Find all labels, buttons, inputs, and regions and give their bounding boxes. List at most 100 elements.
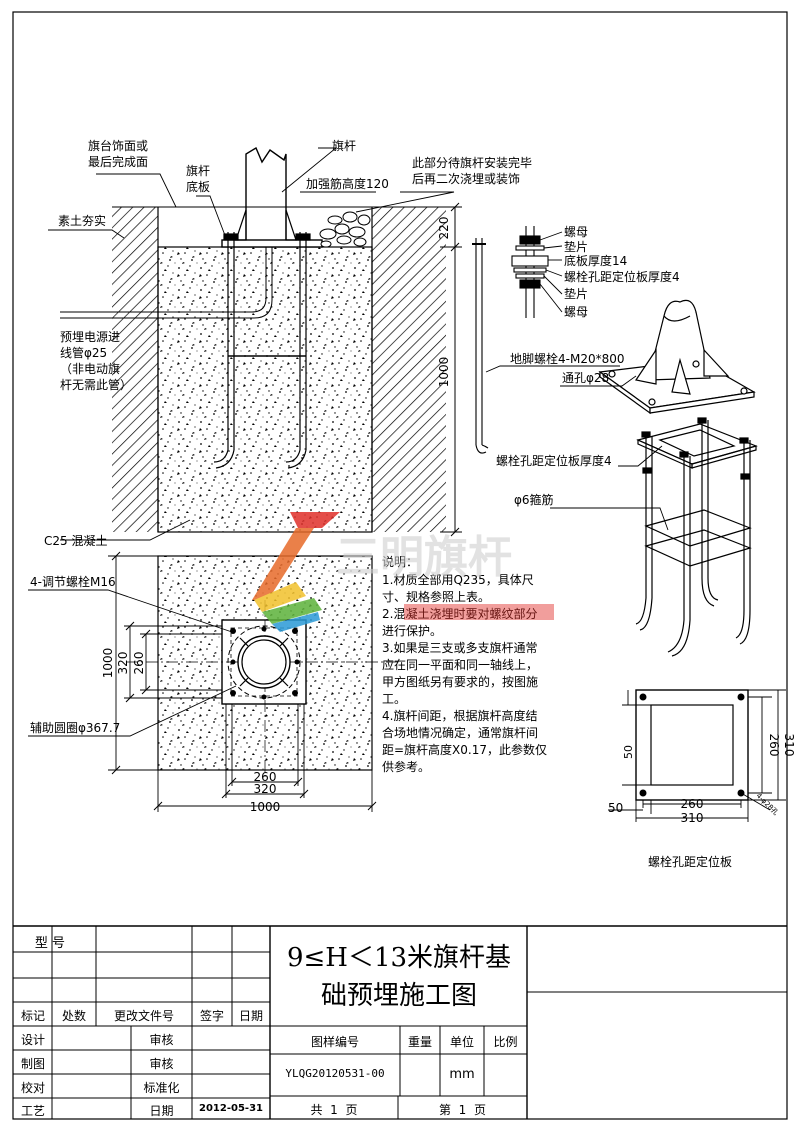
label-conduit-1: 预埋电源进 xyxy=(60,330,120,344)
note-line-2: 寸、规格参照上表。 xyxy=(382,589,490,604)
locator-dim-50-v: 50 xyxy=(622,745,635,759)
bolt-detail: 螺母 垫片 底板厚度14 螺栓孔距定位板厚度4 垫片 螺母 地脚螺栓4-M20*… xyxy=(472,225,680,454)
conduit-pipe xyxy=(60,247,273,319)
plan-dim-320-h: 320 xyxy=(254,782,277,796)
drawing-title-line1: 9≤H＜13米旗杆基 xyxy=(286,943,512,973)
soil-hatch-right xyxy=(372,207,446,532)
note-line-3: 2.混凝土浇埋时要对螺纹部分 xyxy=(382,606,537,621)
note-line-12: 供参考。 xyxy=(382,759,430,774)
flagpole-shape xyxy=(245,146,287,240)
tb-date-label: 日期 xyxy=(149,1104,174,1118)
title-block-grid xyxy=(13,925,787,1119)
note-line-1: 1.材质全部用Q235，具体尺 xyxy=(382,572,534,587)
tb-review-2: 审核 xyxy=(149,1057,174,1071)
note-line-8: 工。 xyxy=(382,692,406,706)
note-line-0: 说明： xyxy=(382,554,418,569)
section-dimensions xyxy=(440,202,462,537)
notes-block: 说明： 1.材质全部用Q235，具体尺 寸、规格参照上表。 2.混凝土浇埋时要对… xyxy=(382,554,547,774)
tb-drafting: 制图 xyxy=(20,1057,45,1071)
tb-review-1: 审核 xyxy=(149,1033,174,1047)
plan-dim-260-v: 260 xyxy=(132,652,146,675)
plan-dim-1000-h: 1000 xyxy=(250,800,281,814)
rebar-cage xyxy=(635,417,758,657)
tb-process: 工艺 xyxy=(20,1104,45,1118)
locator-dim-260-v: 260 xyxy=(767,734,781,757)
label-conduit-3: （非电动旗 xyxy=(60,361,120,376)
tb-page-no: 第 1 页 xyxy=(439,1103,486,1117)
watermark-text: 三明旗杆 xyxy=(336,532,512,583)
tb-weight-label: 重量 xyxy=(407,1035,432,1049)
label-nut-top: 螺母 xyxy=(564,225,588,239)
tb-signature: 签字 xyxy=(199,1009,224,1023)
note-line-10: 合场地情况确定，通常旗杆间 xyxy=(382,725,538,740)
tb-unit: mm xyxy=(449,1067,475,1082)
tb-design: 设计 xyxy=(20,1033,45,1047)
tb-change-doc: 更改文件号 xyxy=(113,1009,174,1023)
soil-hatch-left xyxy=(112,207,158,532)
watermark-logo: 三明旗杆 xyxy=(252,512,554,632)
locator-hole-label: 4-φ28孔 xyxy=(755,792,780,817)
tb-scale-label: 比例 xyxy=(493,1035,518,1049)
label-platform-finish-2: 最后完成面 xyxy=(88,154,148,169)
tb-standard: 标准化 xyxy=(143,1081,180,1095)
note-line-9: 4.旗杆间距，根据旗杆高度结 xyxy=(382,708,537,723)
tb-date-col: 日期 xyxy=(238,1009,263,1023)
note-line-4: 进行保护。 xyxy=(382,624,442,638)
label-secondary-pour-1: 此部分待旗杆安装完毕 xyxy=(412,155,532,170)
tb-total-pages: 共 1 页 xyxy=(310,1103,358,1117)
label-locator-plate: 螺栓孔距定位板厚度4 xyxy=(496,453,612,468)
label-plate-thickness: 底板厚度14 xyxy=(564,253,627,268)
tb-unit-label: 单位 xyxy=(449,1035,474,1049)
plan-dim-320-v: 320 xyxy=(116,652,130,675)
label-concrete: C25 混凝土 xyxy=(44,533,107,548)
plan-view: 1000 320 260 260 320 1000 4-调节螺栓M16 辅助圆圈… xyxy=(28,551,400,814)
stiffener-rib-right xyxy=(285,209,297,241)
locator-dim-50-h: 50 xyxy=(608,801,623,815)
label-rib-height: 加强筋高度120 xyxy=(306,176,389,191)
locator-dim-310-h: 310 xyxy=(681,811,704,825)
tb-count: 处数 xyxy=(61,1009,86,1023)
tb-date-value: 2012-05-31 xyxy=(199,1103,263,1114)
tb-check: 校对 xyxy=(20,1081,45,1095)
stiffener-rib-left xyxy=(235,209,247,241)
label-locator-thickness-4: 螺栓孔距定位板厚度4 xyxy=(564,269,680,284)
label-adjust-bolt: 4-调节螺栓M16 xyxy=(30,574,116,589)
note-line-7: 甲方图纸另有要求的，按图施 xyxy=(382,674,538,689)
sheet-border xyxy=(12,11,788,1120)
section-view: 220 1000 旗台饰面或 最后完成面 旗杆 底板 旗杆 加强筋高度120 此… xyxy=(44,138,532,548)
label-compacted-soil: 素土夯实 xyxy=(58,213,106,228)
plan-dim-1000-v: 1000 xyxy=(101,648,115,679)
label-base-plate-1: 旗杆 xyxy=(186,163,210,178)
tb-drawing-no: YLQG20120531-00 xyxy=(285,1067,385,1080)
label-washer-top: 垫片 xyxy=(564,239,588,254)
tb-drawing-no-label: 图样编号 xyxy=(310,1035,359,1049)
pole-base-3d xyxy=(598,299,756,415)
drawing-title-line2: 础预埋施工图 xyxy=(320,981,477,1011)
label-secondary-pour-2: 后再二次浇埋或装饰 xyxy=(412,172,520,186)
label-base-plate-2: 底板 xyxy=(186,179,210,194)
label-stirrup: φ6箍筋 xyxy=(514,492,554,507)
section-leaders xyxy=(48,147,455,541)
label-anchor-bolt: 地脚螺栓4-M20*800 xyxy=(510,351,625,366)
locator-dim-260-h: 260 xyxy=(681,797,704,811)
locator-dim-310-v: 310 xyxy=(782,734,796,757)
tb-mark: 标记 xyxy=(20,1009,45,1023)
anchor-bolts-section xyxy=(213,232,311,469)
dim-220-text: 220 xyxy=(437,217,451,240)
note-line-11: 距=旗杆高度X0.17，此参数仅 xyxy=(382,742,547,757)
cobble-fill xyxy=(319,211,371,248)
dim-1000-vertical-text: 1000 xyxy=(437,357,451,388)
note-line-6: 应在同一平面和同一轴线上， xyxy=(382,657,538,672)
plan-dim-260-h: 260 xyxy=(254,770,277,784)
label-conduit-4: 杆无需此管） xyxy=(60,377,132,392)
label-through-hole: 通孔φ28 xyxy=(562,371,609,385)
concrete-block xyxy=(157,246,373,533)
label-platform-finish-1: 旗台饰面或 xyxy=(88,138,148,153)
label-nut-bottom: 螺母 xyxy=(564,305,588,319)
label-conduit-2: 线管φ25 xyxy=(60,345,107,360)
locator-caption: 螺栓孔距定位板 xyxy=(648,854,732,869)
label-washer-bottom: 垫片 xyxy=(564,286,588,301)
tb-model-label: 型 号 xyxy=(34,936,66,951)
note-line-5: 3.如果是三支或多支旗杆通常 xyxy=(382,640,537,655)
